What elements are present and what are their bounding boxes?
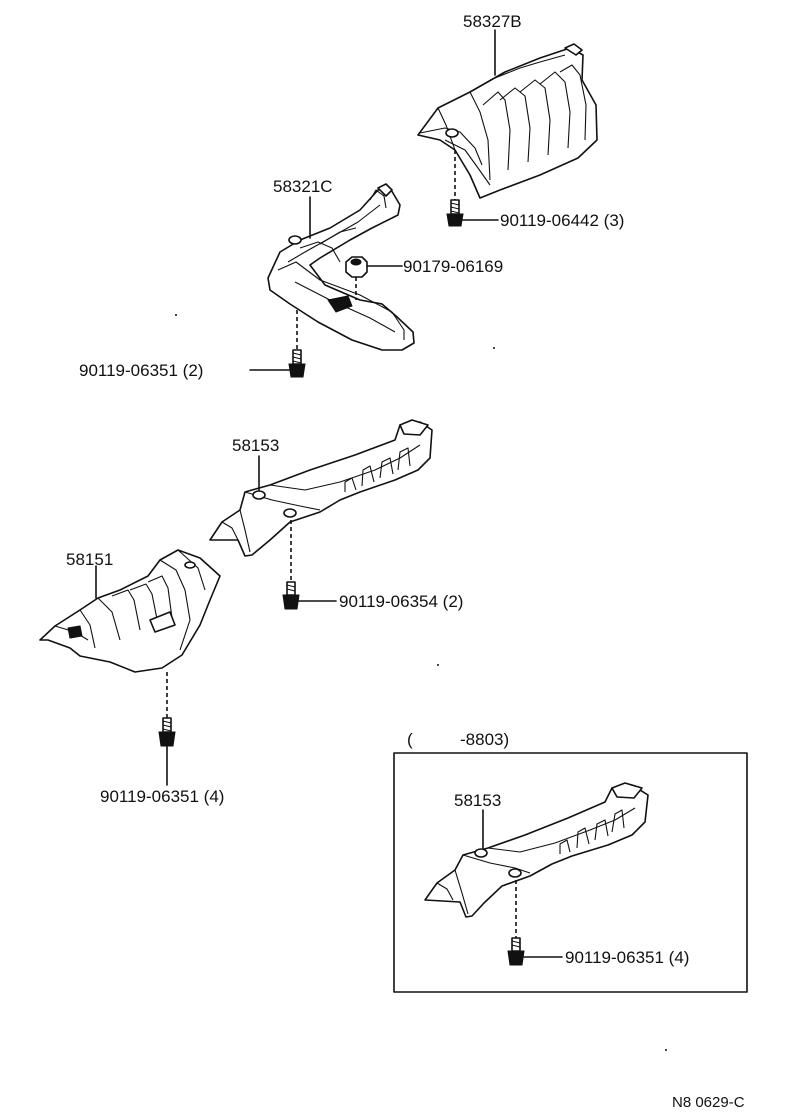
label-90179-06169: 90179-06169 [403, 257, 503, 276]
speck [493, 347, 495, 349]
bolt-icon [507, 937, 525, 966]
speck [437, 664, 439, 666]
label-58153-main: 58153 [232, 436, 279, 455]
speck [175, 314, 177, 316]
bolt-icon [282, 581, 300, 610]
label-90119-06351-b: 90119-06351 (4) [100, 787, 224, 806]
label-90119-06442: 90119-06442 (3) [500, 211, 624, 230]
speck [665, 1049, 667, 1051]
part-58327b [417, 43, 598, 199]
part-58153-main [209, 419, 433, 557]
nut-icon [345, 256, 368, 278]
diagram-code: N8 0629-C [672, 1094, 745, 1111]
inset-range-value: -8803) [460, 730, 509, 749]
bolt-icon [446, 199, 464, 227]
inset-range-open: ( [407, 730, 413, 749]
part-58151 [39, 549, 221, 673]
label-58153-inset: 58153 [454, 791, 501, 810]
part-58321c [267, 183, 415, 351]
label-58321c: 58321C [273, 177, 333, 196]
part-58153-inset [424, 782, 649, 918]
inset-box [393, 752, 748, 993]
bolt-icon [158, 717, 176, 747]
label-90119-06351-a: 90119-06351 (2) [79, 361, 203, 380]
bolt-icon [288, 349, 306, 378]
label-58327b: 58327B [463, 12, 522, 31]
label-90119-06351-c: 90119-06351 (4) [565, 948, 689, 967]
label-58151: 58151 [66, 550, 113, 569]
label-90119-06354: 90119-06354 (2) [339, 592, 463, 611]
